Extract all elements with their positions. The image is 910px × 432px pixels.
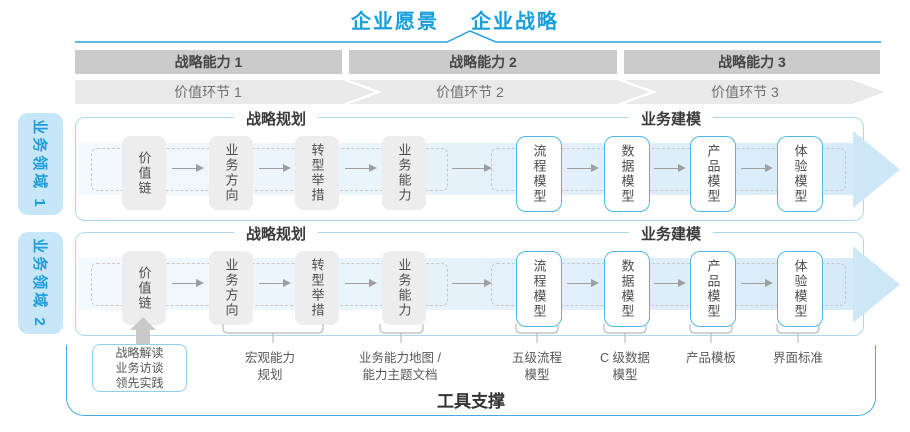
product-model-box: 产品模型: [690, 251, 736, 327]
note-product-template: 产品模板: [685, 351, 736, 365]
flow-band-arrowhead: [853, 246, 900, 323]
business-direction-box: 业务方向: [209, 136, 253, 210]
arrow-icon: [654, 163, 686, 172]
note-capability-map: 业务能力地图 / 能力主题文档: [359, 351, 441, 382]
modeling-header: 业务建模: [628, 108, 714, 129]
practice-line: 战略解读: [115, 345, 164, 360]
domain-row-1-panel: 战略规划 业务建模 价值链 业务方向 转型举措 业务能力 流程模型 数据模型 产…: [75, 108, 900, 221]
note-macro-capability: 宏观能力 规划: [244, 351, 295, 382]
planning-dashed-frame: [91, 148, 448, 191]
domain-label-1: 业务领域 1: [18, 113, 63, 215]
data-model-box: 数据模型: [604, 136, 650, 212]
arrow-icon: [172, 278, 204, 287]
arrow-icon: [345, 278, 377, 287]
arrow-icon: [452, 278, 492, 287]
planning-dashed-frame: [91, 263, 448, 306]
up-arrow-shaft: [136, 329, 150, 346]
practice-line: 领先实践: [115, 375, 164, 390]
capability-bar-3-label: 战略能力 3: [718, 54, 786, 70]
note-data-model: C 级数据 模型: [599, 351, 650, 382]
arrow-icon: [567, 163, 599, 172]
value-chain-box: 价值链: [122, 251, 166, 325]
arrow-icon: [259, 278, 291, 287]
page-title: 企业愿景 企业战略: [0, 5, 910, 34]
product-model-box: 产品模型: [690, 136, 736, 212]
process-model-box: 流程模型: [516, 136, 562, 212]
arrow-icon: [172, 163, 204, 172]
transformation-box: 转型举措: [295, 251, 339, 325]
arrow-icon: [452, 163, 492, 172]
planning-header: 战略规划: [233, 108, 319, 129]
capability-bar-2: 战略能力 2: [349, 50, 617, 74]
transformation-box: 转型举措: [295, 136, 339, 210]
business-direction-box: 业务方向: [209, 251, 253, 325]
arrow-icon: [345, 163, 377, 172]
planning-header: 战略规划: [233, 223, 319, 244]
value-chain-box: 价值链: [122, 136, 166, 210]
capability-bar-1-label: 战略能力 1: [174, 54, 243, 70]
domain-label-2-text: 业务领域 2: [31, 237, 49, 329]
tool-support-label: 工具支撑: [437, 392, 505, 411]
modeling-header: 业务建模: [628, 223, 714, 244]
experience-model-box: 体验模型: [777, 136, 823, 212]
note-ui-standard: 界面标准: [772, 351, 823, 365]
arrow-icon: [741, 163, 773, 172]
domain-label-1-text: 业务领域 1: [31, 118, 49, 210]
value-link-2: 价值环节 2: [436, 84, 504, 100]
business-capability-box: 业务能力: [382, 251, 426, 325]
arrow-icon: [259, 163, 291, 172]
value-link-1: 价值环节 1: [174, 84, 242, 100]
arrow-icon: [741, 278, 773, 287]
domain-row-2-panel: 战略规划 业务建模 价值链 业务方向 转型举措 业务能力 流程模型 数据模型 产…: [75, 223, 900, 336]
practice-line: 业务访谈: [115, 360, 164, 375]
note-process-model: 五级流程 模型: [511, 351, 562, 382]
capability-bar-3: 战略能力 3: [624, 50, 880, 74]
domain-label-2: 业务领域 2: [18, 232, 63, 334]
arrow-icon: [567, 278, 599, 287]
strategy-title: 企业战略: [471, 11, 559, 33]
business-capability-box: 业务能力: [382, 136, 426, 210]
flow-band-arrowhead: [853, 131, 900, 208]
process-model-box: 流程模型: [516, 251, 562, 327]
data-model-box: 数据模型: [604, 251, 650, 327]
practice-inputs-box: 战略解读 业务访谈 领先实践: [92, 344, 187, 392]
experience-model-box: 体验模型: [777, 251, 823, 327]
capability-bar-2-label: 战略能力 2: [449, 54, 517, 70]
tool-support-container: 工具支撑: [66, 345, 876, 416]
value-link-3: 价值环节 3: [711, 84, 779, 100]
up-arrow-icon: [130, 317, 156, 330]
vision-title: 企业愿景: [351, 11, 439, 33]
arrow-icon: [654, 278, 686, 287]
capability-bar-1: 战略能力 1: [75, 50, 342, 74]
